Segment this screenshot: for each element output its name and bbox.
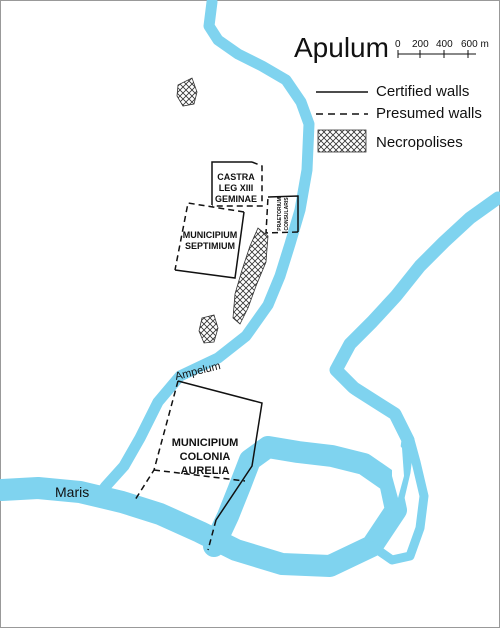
aurelia-label-line: COLONIA: [180, 451, 231, 463]
necropolis-areas: [176, 77, 269, 344]
river-ampelum: [90, 0, 315, 506]
legend-certified-label: Certified walls: [376, 83, 469, 100]
scale-tick: 0: [395, 39, 401, 50]
scale-bar: 0 200 400 600 m: [395, 39, 489, 58]
map-title: Apulum: [294, 32, 389, 63]
scale-tick: 600 m: [461, 39, 489, 50]
necropolis-north: [176, 77, 198, 107]
aurelia-label-line: AURELIA: [181, 465, 230, 477]
castra-label: CASTRA LEG XIII GEMINAE: [215, 172, 257, 204]
castra-label-line: LEG XIII: [219, 183, 254, 193]
praetorium-walls: [265, 195, 299, 234]
river-island: [320, 384, 386, 446]
necropolis-south: [198, 314, 219, 344]
septimium-label-line: SEPTIMIUM: [185, 241, 235, 251]
aurelia-label-line: MUNICIPIUM: [172, 437, 239, 449]
praetorium-label-line: PRAETORIUM: [277, 197, 283, 231]
scale-tick: 400: [436, 39, 453, 50]
septimium-label: MUNICIPIUM SEPTIMIUM: [183, 230, 238, 251]
legend-necropolis-swatch: [317, 129, 367, 153]
castra-walls: [211, 161, 263, 207]
aurelia-walls: [134, 380, 263, 551]
castra-label-line: CASTRA: [217, 172, 255, 182]
legend-presumed-label: Presumed walls: [376, 105, 482, 122]
septimium-walls: [174, 202, 245, 279]
legend: Certified walls Presumed walls Necropoli…: [316, 83, 482, 153]
river-label-maris: Maris: [55, 484, 89, 500]
septimium-label-line: MUNICIPIUM: [183, 230, 238, 240]
praetorium-label: PRAETORIUM CONSULARIS: [277, 197, 290, 231]
necropolis-east: [232, 227, 269, 325]
aurelia-label: MUNICIPIUM COLONIA AURELIA: [172, 437, 239, 477]
scale-tick: 200: [412, 39, 429, 50]
legend-necropolis-label: Necropolises: [376, 134, 463, 151]
castra-label-line: GEMINAE: [215, 194, 257, 204]
praetorium-label-line: CONSULARIS: [284, 197, 290, 231]
river-island: [392, 436, 404, 498]
